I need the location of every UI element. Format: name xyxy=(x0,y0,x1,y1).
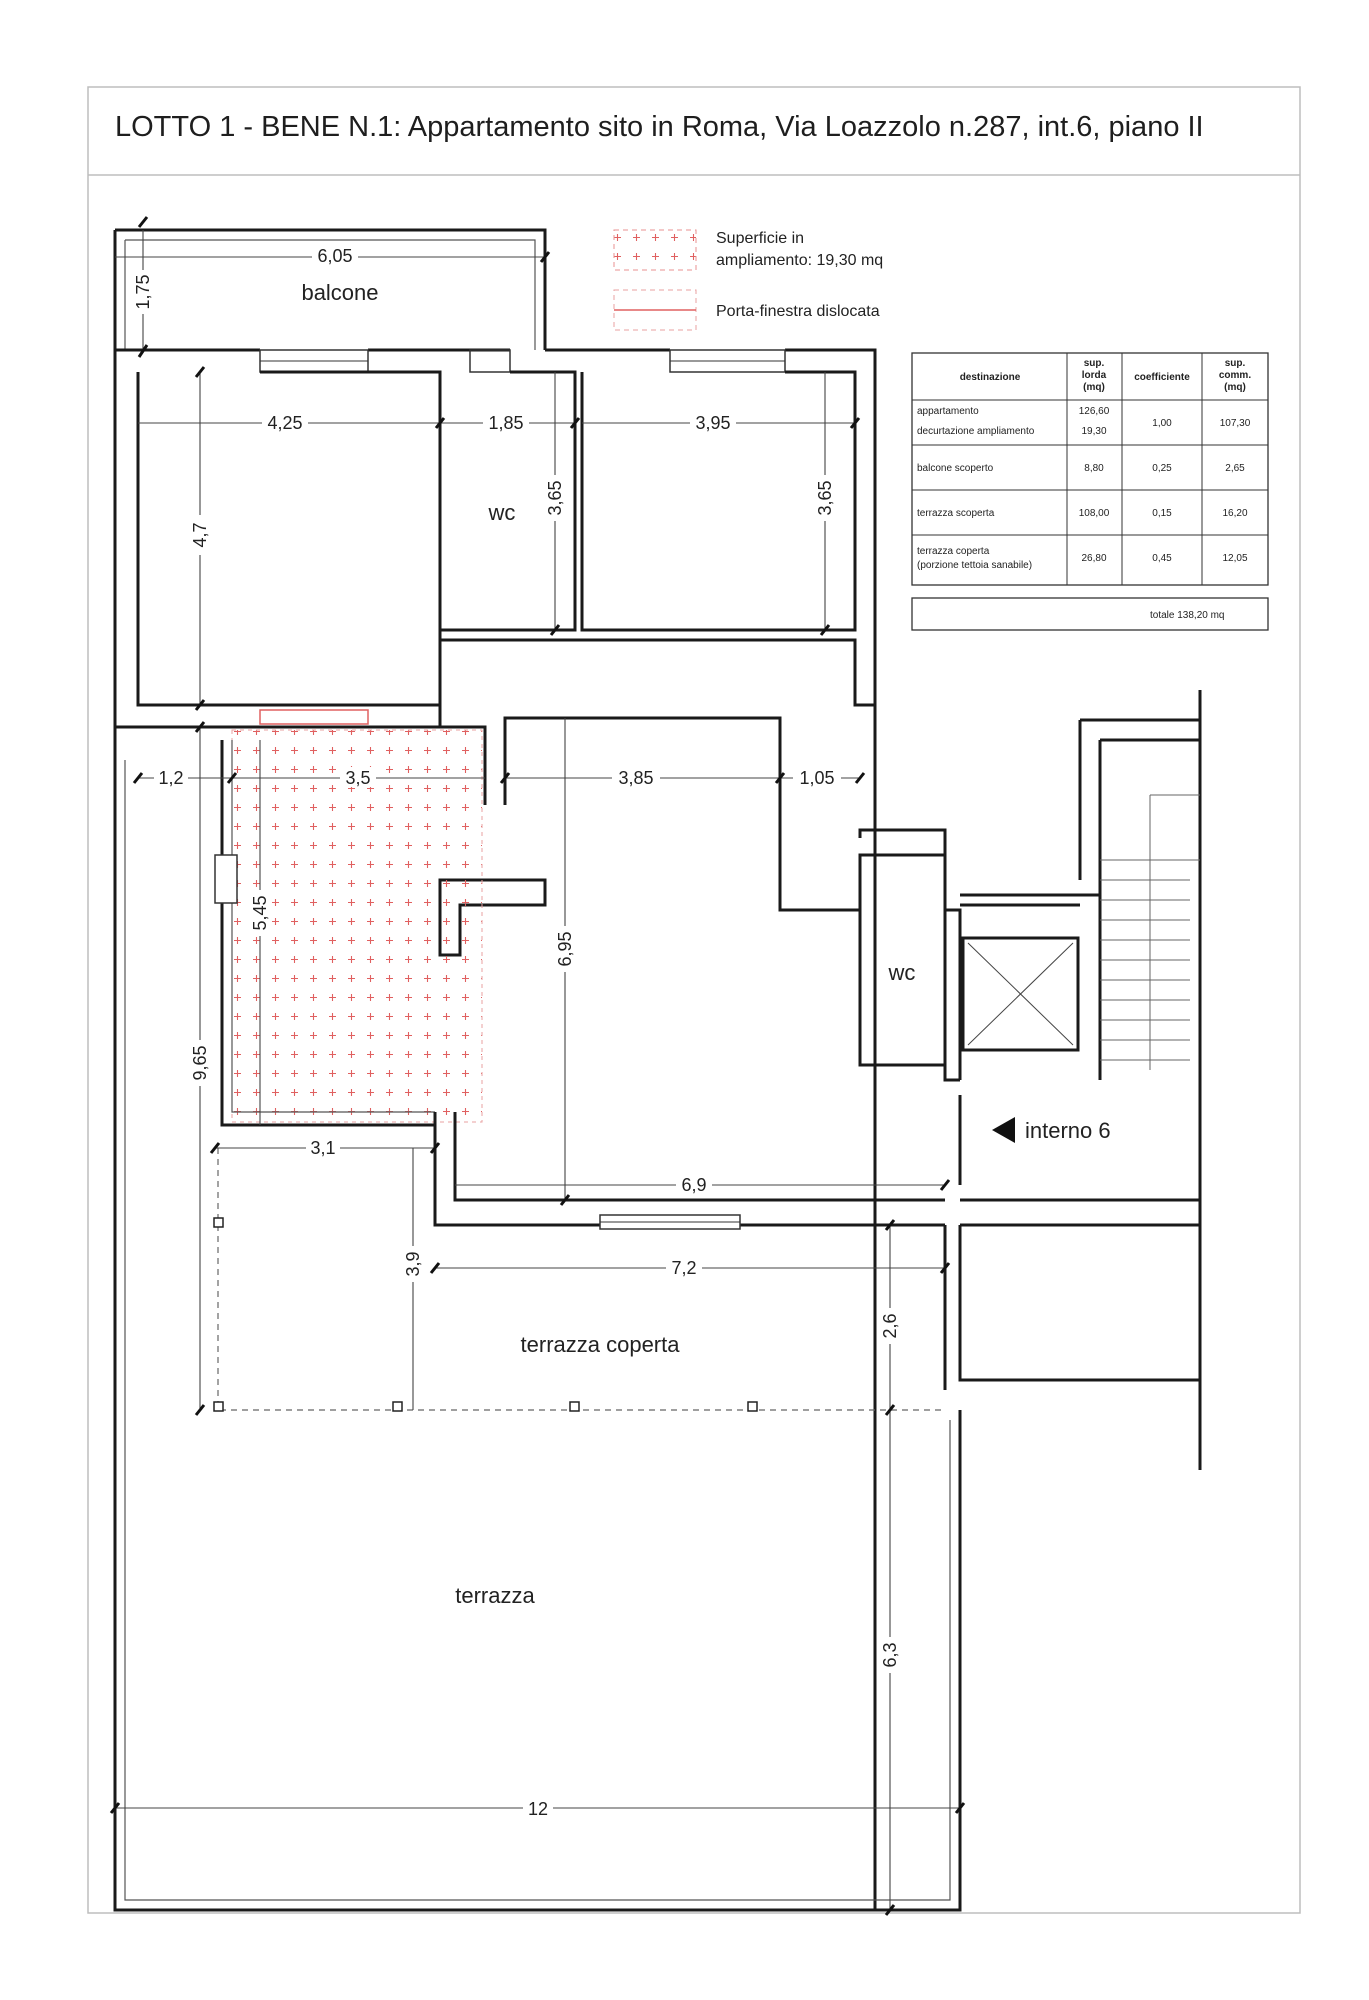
dim-6-9: 6,9 xyxy=(681,1175,706,1195)
entrance-arrow-icon xyxy=(992,1117,1015,1143)
ampliamento-area xyxy=(232,730,482,1122)
table-cell-lorda: 26,80 xyxy=(1081,553,1106,564)
table-cell-comm: 107,30 xyxy=(1220,418,1251,429)
room-label-terrazza: terrazza xyxy=(455,1583,535,1608)
table-cell-coeff: 0,15 xyxy=(1152,508,1172,519)
dim-6-95: 6,95 xyxy=(555,931,575,966)
dim-5-45: 5,45 xyxy=(250,895,270,930)
dim-3-95: 3,95 xyxy=(695,413,730,433)
legend-ampliamento-label-2: ampliamento: 19,30 mq xyxy=(716,252,883,269)
legend-porta-label: Porta-finestra dislocata xyxy=(716,303,880,320)
table-cell-coeff: 1,00 xyxy=(1152,418,1172,429)
sheet-frame xyxy=(87,86,1301,1914)
room-label-wc-1: wc xyxy=(488,500,516,525)
dim-3-1: 3,1 xyxy=(310,1138,335,1158)
lift-shaft xyxy=(961,936,1080,1052)
table-cell-dest: appartamento xyxy=(917,406,979,417)
dim-3-9: 3,9 xyxy=(403,1251,423,1276)
dim-3-65-b: 3,65 xyxy=(815,480,835,515)
legend-ampliamento-swatch xyxy=(613,229,697,271)
room-label-wc-2: wc xyxy=(888,960,916,985)
legend-ampliamento-label-1: Superficie in xyxy=(716,230,804,247)
dim-2-6: 2,6 xyxy=(880,1313,900,1338)
table-cell-coeff: 0,45 xyxy=(1152,553,1172,564)
dim-3-85: 3,85 xyxy=(618,768,653,788)
table-cell-comm: 16,20 xyxy=(1222,508,1247,519)
room-label-balcone: balcone xyxy=(301,280,378,305)
floor-plan: 6,05 1,75 4,25 1,85 3,95 4,7 3,65 3,65 1… xyxy=(109,216,1202,1916)
north-wall xyxy=(115,348,877,1910)
terrazza-parapet xyxy=(113,727,962,1912)
table-cell-dest: balcone scoperto xyxy=(917,463,994,474)
staircase xyxy=(1100,794,1200,1070)
table-cell-dest: decurtazione ampliamento xyxy=(917,426,1035,437)
dim-1-05: 1,05 xyxy=(799,768,834,788)
table-cell-dest: terrazza coperta xyxy=(917,546,990,557)
tettoia xyxy=(213,1148,945,1412)
dim-1-75: 1,75 xyxy=(133,274,153,309)
dim-12: 12 xyxy=(528,1799,548,1819)
porta-dislocata xyxy=(259,709,369,725)
table-header-destinazione: destinazione xyxy=(960,372,1021,383)
dim-3-5: 3,5 xyxy=(345,768,370,788)
table-cell-dest: terrazza scoperta xyxy=(917,508,995,519)
dim-4-7: 4,7 xyxy=(190,522,210,547)
page-title: LOTTO 1 - BENE N.1: Appartamento sito in… xyxy=(115,111,1204,143)
table-header-lorda-1: sup. xyxy=(1084,358,1105,369)
wc2-outline xyxy=(858,853,947,1067)
table-cell-lorda: 19,30 xyxy=(1081,426,1106,437)
table-cell-comm: 12,05 xyxy=(1222,553,1247,564)
dim-7-2: 7,2 xyxy=(671,1258,696,1278)
table-header-lorda-2: lorda xyxy=(1082,370,1107,381)
table-cell-coeff: 0,25 xyxy=(1152,463,1172,474)
table-header-comm-1: sup. xyxy=(1225,358,1246,369)
dim-3-65-a: 3,65 xyxy=(545,480,565,515)
table-cell-lorda: 108,00 xyxy=(1079,508,1110,519)
table-header-lorda-3: (mq) xyxy=(1083,382,1105,393)
table-total: totale 138,20 mq xyxy=(1150,610,1225,621)
table-cell-dest: (porzione tettoia sanabile) xyxy=(917,560,1032,571)
dim-9-65: 9,65 xyxy=(190,1045,210,1080)
room-label-terrazza-coperta: terrazza coperta xyxy=(521,1332,681,1357)
table-total-box xyxy=(911,597,1269,631)
dim-4-25: 4,25 xyxy=(267,413,302,433)
table-cell-lorda: 8,80 xyxy=(1084,463,1104,474)
table-cell-lorda: 126,60 xyxy=(1079,406,1110,417)
dim-1-2: 1,2 xyxy=(158,768,183,788)
table-cell-comm: 2,65 xyxy=(1225,463,1245,474)
dimension-labels: 6,05 1,75 4,25 1,85 3,95 4,7 3,65 3,65 1… xyxy=(132,246,901,1819)
dim-1-85: 1,85 xyxy=(488,413,523,433)
surface-table: destinazione sup. lorda (mq) coefficient… xyxy=(911,352,1269,631)
room-label-interno-6: interno 6 xyxy=(1025,1118,1111,1143)
table-header-comm-2: comm. xyxy=(1219,370,1251,381)
dim-6-05: 6,05 xyxy=(317,246,352,266)
dimension-ticks xyxy=(109,216,966,1916)
dim-6-3: 6,3 xyxy=(880,1642,900,1667)
legend: Superficie in ampliamento: 19,30 mq Port… xyxy=(613,229,883,331)
table-header-coefficiente: coefficiente xyxy=(1134,372,1190,383)
table-header-comm-3: (mq) xyxy=(1224,382,1246,393)
balcone-outline xyxy=(115,228,547,350)
